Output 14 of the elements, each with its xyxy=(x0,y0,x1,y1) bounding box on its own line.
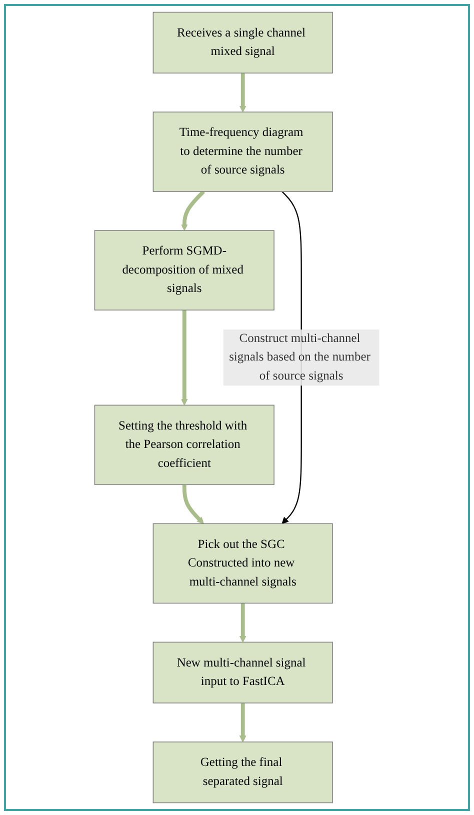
node-box: New multi-channel signal input to FastICA xyxy=(152,642,333,704)
arrow xyxy=(180,190,205,231)
arrow xyxy=(239,603,246,642)
node-box: Getting the final separated signal xyxy=(152,742,333,804)
arrow xyxy=(239,702,246,742)
node-box: Setting the threshold with the Pearson correlation coefficient xyxy=(94,404,274,486)
arrow xyxy=(182,484,204,524)
node-box: Pick out the SGC Constructed into new multi-channel signals xyxy=(152,523,333,604)
arrow xyxy=(180,310,188,406)
edge-label: Construct multi-channel signals based on the number of source signals xyxy=(229,332,370,383)
node-box: Perform SGMD-decomposition of mixed signals xyxy=(94,230,274,310)
node-box: Time-frequency diagram to determine the number of source signals xyxy=(152,112,333,192)
arrow xyxy=(239,73,246,112)
node-box: Receives a single channel mixed signal xyxy=(152,12,333,74)
